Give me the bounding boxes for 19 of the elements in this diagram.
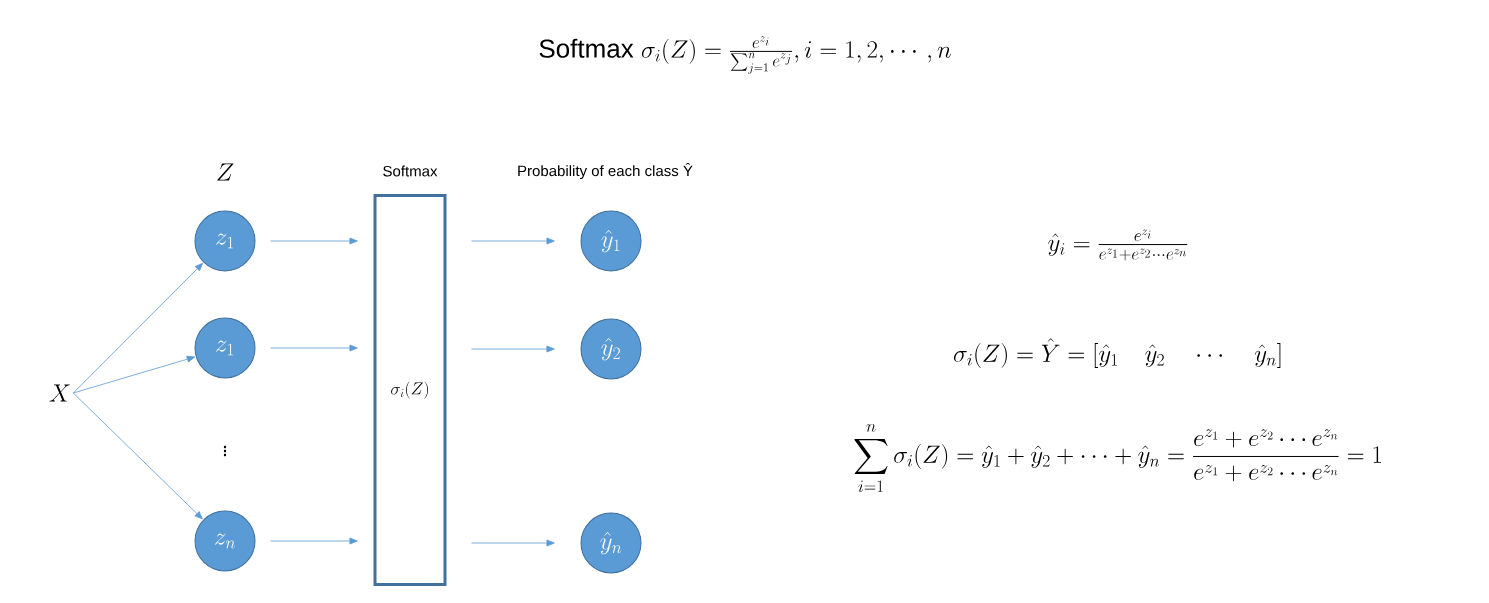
arrow: [471, 237, 555, 245]
box-heading: Softmax: [383, 165, 438, 177]
arrow: [72, 262, 204, 394]
arrow: [471, 539, 555, 547]
softmax-box: $\sigma_i(Z)$: [373, 194, 447, 586]
arrow: [270, 344, 358, 352]
arrow: [471, 345, 555, 353]
arrow: [270, 537, 358, 545]
arrow: [270, 237, 358, 245]
formula: $\sigma_i(Z)=\hat{Y}=[\hat{y}_1\quad\hat{y}_2\quad\cdots\quad\hat{y}_n]$: [953, 338, 1281, 368]
title-formula: $\mathrm{Softmax}\ \sigma_i(Z)=\frac{e^{z_i}}{\sum_{j=1}^{n}e^{z_j}},i=1,2,\cdots,n$: [539, 36, 951, 74]
formula: $\hat{y}_i=\frac{e^{z_i}}{e^{z_1}+e^{z_2}\cdots e^{z_n}}$: [1048, 229, 1188, 261]
arrow: [72, 355, 196, 394]
formula: $\sum_{i=1}^{n}\sigma_i(Z)=\hat{y}_1+\hat{y}_2+\cdots+\hat{y}_n=\frac{e^{z_1}+e^{z_2}\cdots e^{z_n}}{e^{z_1}+e^{z_2}\cdots e^{z_n}}=1$: [854, 424, 1381, 493]
input-label: $X$: [49, 384, 70, 402]
ellipsis-dots: $\vdots$: [223, 445, 227, 457]
layer-label: $Z$: [217, 163, 234, 181]
arrow: [72, 392, 203, 520]
output-heading: Probability of each class Ŷ: [518, 162, 693, 180]
